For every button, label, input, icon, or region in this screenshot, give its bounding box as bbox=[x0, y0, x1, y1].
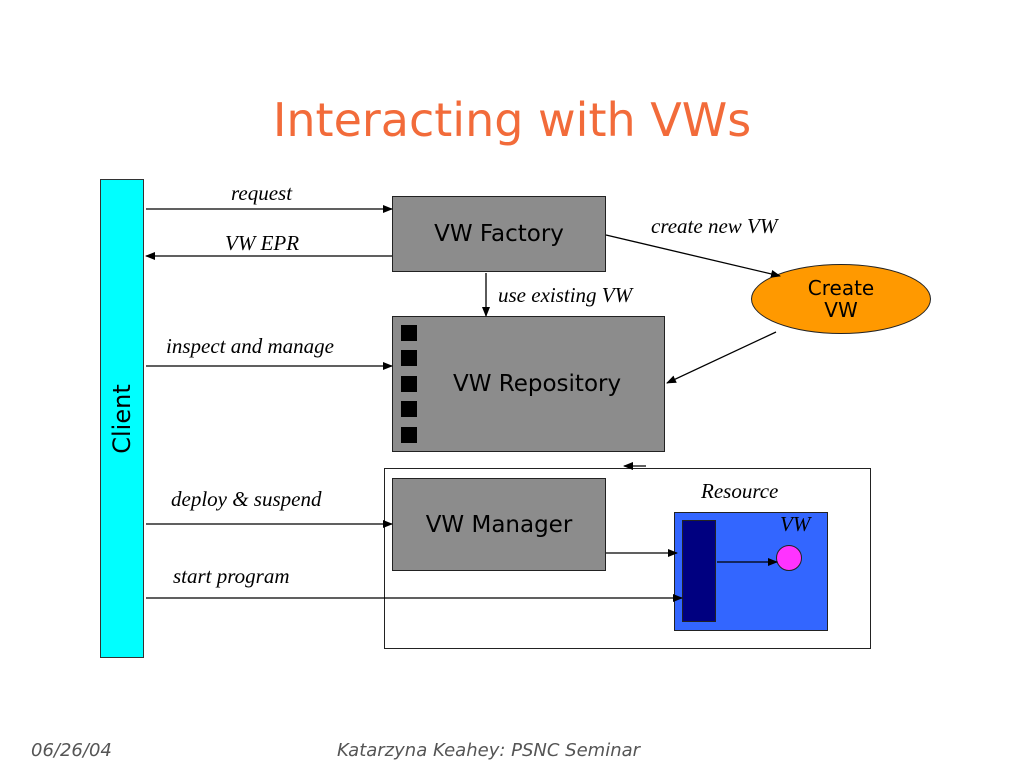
resource-label: Resource bbox=[701, 479, 779, 503]
create-vw-label-line2: VW bbox=[824, 298, 858, 322]
vw-manager-box: VW Manager bbox=[392, 478, 606, 571]
client-box: Client bbox=[100, 179, 144, 658]
repository-slot bbox=[401, 401, 417, 417]
start-program-label: start program bbox=[173, 564, 290, 588]
use-existing-vw-label: use existing VW bbox=[498, 283, 633, 307]
repository-slot bbox=[401, 350, 417, 366]
create-to-repository-arrow bbox=[666, 331, 777, 384]
inspect-manage-label: inspect and manage bbox=[166, 334, 334, 358]
vw-factory-label: VW Factory bbox=[434, 221, 564, 247]
vw-repository-label: VW Repository bbox=[453, 371, 622, 397]
create-vw-label-line1: Create bbox=[807, 276, 875, 300]
vw-epr-label: VW EPR bbox=[225, 231, 300, 255]
create-new-vw-arrow bbox=[605, 234, 781, 278]
repository-slot bbox=[401, 427, 417, 443]
vw-label: VW bbox=[780, 512, 811, 536]
create-new-vw-label: create new VW bbox=[651, 214, 778, 238]
create-vw-ellipse: Create VW bbox=[751, 264, 931, 334]
footer-author: Katarzyna Keahey: PSNC Seminar bbox=[337, 740, 641, 761]
deploy-suspend-label: deploy & suspend bbox=[171, 487, 322, 511]
vw-factory-box: VW Factory bbox=[392, 196, 606, 272]
footer-date: 06/26/04 bbox=[31, 740, 112, 761]
vw-repository-box: VW Repository bbox=[392, 316, 665, 452]
repository-slot bbox=[401, 376, 417, 392]
slide-title: Interacting with VWs bbox=[272, 93, 752, 147]
vw-manager-label: VW Manager bbox=[425, 511, 573, 538]
resource-bar bbox=[682, 520, 716, 622]
request-label: request bbox=[231, 181, 293, 205]
repository-slot bbox=[401, 325, 417, 341]
